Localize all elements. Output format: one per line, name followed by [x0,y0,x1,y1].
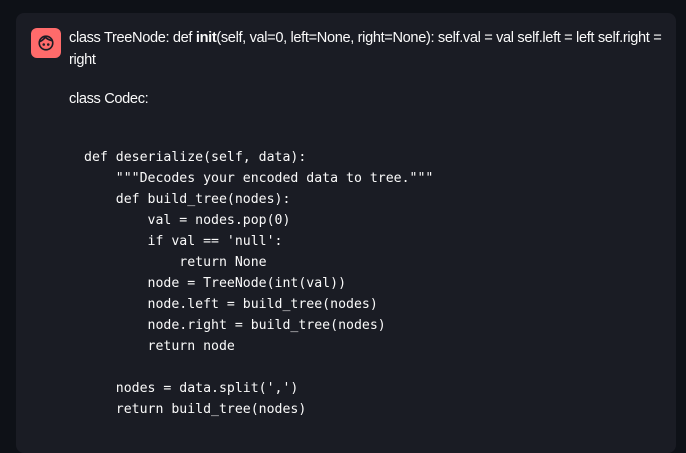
code-line: if val == 'null': [84,234,283,249]
code-block: def deserialize(self, data): """Decodes … [84,147,433,420]
code-line: nodes = data.split(',') [84,381,299,396]
code-line: return node [84,339,235,354]
message-content: class TreeNode: def init(self, val=0, le… [69,27,669,110]
code-line: def build_tree(nodes): [84,192,291,207]
user-avatar [31,28,61,58]
code-line: val = nodes.pop(0) [84,213,291,228]
chat-message-card: class TreeNode: def init(self, val=0, le… [16,13,676,453]
code-line: return build_tree(nodes) [84,402,307,417]
user-face-icon [38,35,54,51]
bold-text: init [195,30,217,46]
code-line: return None [84,255,267,270]
code-line: node = TreeNode(int(val)) [84,276,347,291]
message-paragraph-treenode: class TreeNode: def init(self, val=0, le… [69,27,669,71]
text-segment: (self, val=0, left=None, right=None): se… [69,30,662,68]
code-line: node.left = build_tree(nodes) [84,297,378,312]
message-paragraph-codec: class Codec: [69,91,149,107]
code-line: """Decodes your encoded data to tree.""" [84,171,434,186]
code-line [84,357,433,378]
text-segment: class TreeNode: def [69,30,196,46]
code-line: node.right = build_tree(nodes) [84,318,386,333]
code-line: def deserialize(self, data): [84,150,307,165]
